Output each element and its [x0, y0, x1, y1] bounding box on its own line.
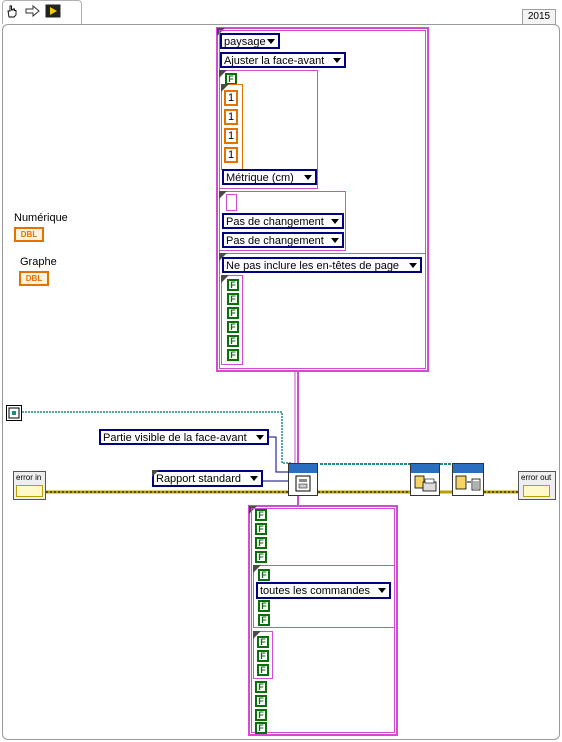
chevron-down-icon	[331, 219, 339, 224]
trash-icon	[455, 475, 481, 491]
error-cluster-icon	[523, 485, 550, 497]
error-cluster-icon	[16, 485, 43, 497]
option1-ring[interactable]: Pas de changement	[222, 213, 344, 229]
ring-tag	[152, 470, 159, 477]
controls-flag[interactable]: F	[258, 614, 270, 626]
report-flag[interactable]: F	[255, 709, 267, 721]
vi-reference-icon[interactable]	[6, 405, 22, 421]
toolbar-frame	[2, 0, 82, 24]
report-flag[interactable]: F	[255, 509, 267, 521]
graph-label: Graphe	[20, 256, 57, 268]
run-icon[interactable]	[45, 4, 61, 18]
margin-left-value[interactable]: 1	[224, 109, 238, 125]
header-flag[interactable]: F	[227, 279, 239, 291]
report-flag[interactable]: F	[255, 537, 267, 549]
chevron-down-icon	[256, 435, 264, 440]
headers-ring[interactable]: Ne pas inclure les en-têtes de page	[222, 257, 422, 273]
error-out-label: error out	[521, 473, 552, 482]
error-in-label: error in	[16, 473, 42, 482]
header-flag[interactable]: F	[227, 349, 239, 361]
margin-right-value[interactable]: 1	[224, 147, 238, 163]
visible-part-ring[interactable]: Partie visible de la face-avant	[99, 429, 269, 445]
chevron-down-icon	[333, 58, 341, 63]
header-flag[interactable]: F	[227, 335, 239, 347]
printer-icon	[414, 475, 437, 492]
printer-report-icon	[295, 475, 311, 492]
header-flag[interactable]: F	[227, 321, 239, 333]
report-flag[interactable]: F	[255, 695, 267, 707]
report-flag[interactable]: F	[255, 523, 267, 535]
chevron-down-icon	[304, 175, 312, 180]
report-flag[interactable]: F	[255, 551, 267, 563]
sub-option-flag[interactable]: F	[257, 664, 269, 676]
chevron-down-icon	[378, 588, 386, 593]
path-control[interactable]	[226, 194, 237, 211]
hand-pointer-icon[interactable]	[5, 4, 19, 18]
sub-option-flag[interactable]: F	[257, 636, 269, 648]
graph-terminal[interactable]: DBL	[19, 271, 49, 286]
orientation-ring[interactable]: paysage	[220, 33, 280, 49]
chevron-down-icon	[331, 238, 339, 243]
controls-ring[interactable]: toutes les commandes	[256, 582, 391, 599]
error-in-terminal[interactable]: error in	[13, 471, 46, 500]
chevron-down-icon	[267, 39, 275, 44]
report-type-ring[interactable]: Rapport standard	[152, 470, 263, 487]
header-flag[interactable]: F	[227, 307, 239, 319]
print-panel-subvi[interactable]	[288, 463, 318, 496]
report-flag[interactable]: F	[255, 681, 267, 693]
controls-flag[interactable]: F	[258, 600, 270, 612]
units-ring[interactable]: Métrique (cm)	[222, 169, 317, 185]
margin-top-value[interactable]: 1	[224, 90, 238, 106]
option2-ring[interactable]: Pas de changement	[222, 232, 344, 248]
controls-flag[interactable]: F	[258, 569, 270, 581]
scaling-ring[interactable]: Ajuster la face-avant	[220, 52, 346, 68]
margin-bottom-value[interactable]: 1	[224, 128, 238, 144]
report-flag[interactable]: F	[255, 722, 267, 734]
chevron-down-icon	[250, 476, 258, 481]
numeric-label: Numérique	[14, 212, 68, 224]
dispose-report-subvi[interactable]	[452, 463, 484, 496]
sub-option-flag[interactable]: F	[257, 650, 269, 662]
error-out-terminal[interactable]: error out	[518, 471, 556, 500]
header-flag[interactable]: F	[227, 293, 239, 305]
numeric-terminal[interactable]: DBL	[14, 227, 44, 242]
chevron-down-icon	[409, 263, 417, 268]
arrow-right-icon[interactable]	[25, 4, 40, 18]
print-report-subvi[interactable]	[410, 463, 440, 496]
